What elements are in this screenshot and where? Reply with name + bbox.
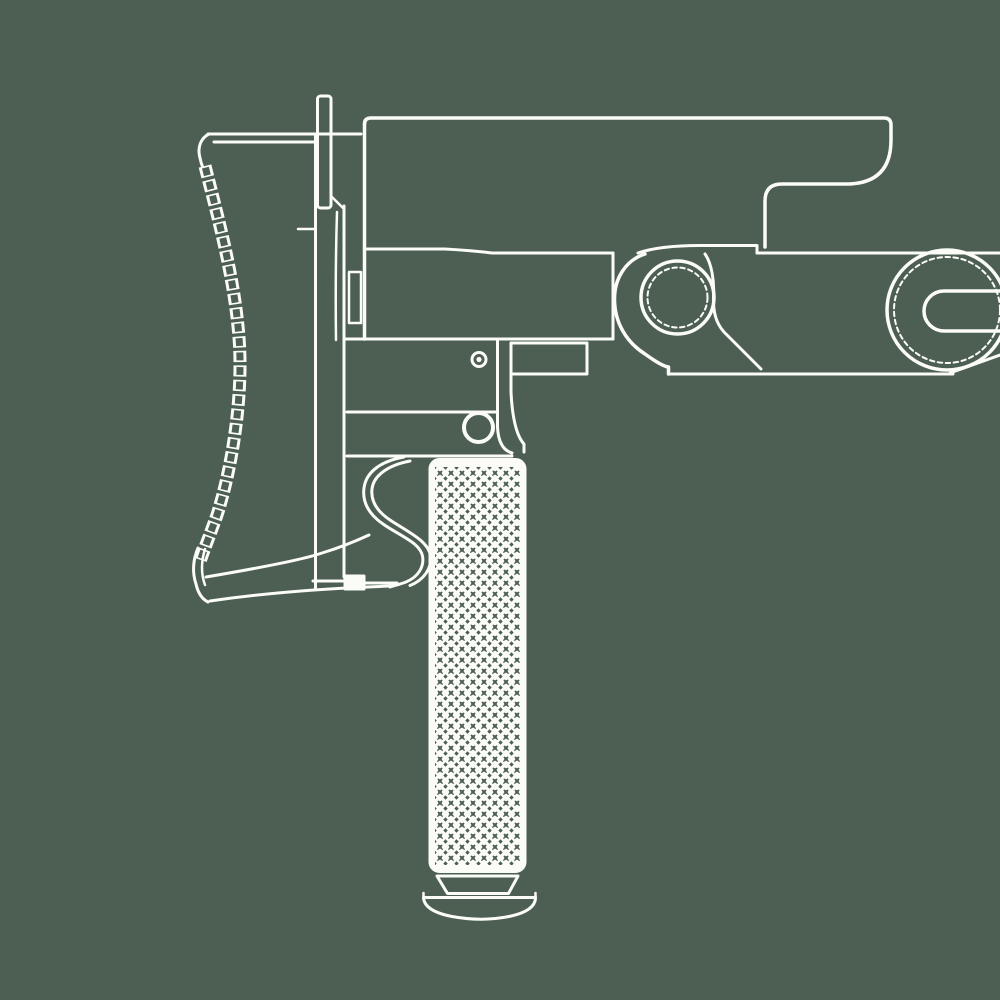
- stock-latch-block: [347, 270, 363, 325]
- hinge-lobe: [612, 244, 763, 376]
- receiver-tube: [667, 248, 1000, 376]
- vertical-grip: [422, 458, 537, 921]
- upper-receiver-outline: [362, 116, 893, 249]
- stock-head-curve: [197, 132, 211, 170]
- grip-flange: [435, 874, 520, 895]
- frame-rear-edge: [496, 337, 514, 455]
- butt-serrations: [194, 164, 247, 563]
- upper-receiver: [347, 116, 893, 341]
- step-block-tail: [509, 341, 526, 454]
- pin-hole-small: [470, 351, 488, 368]
- hinge-lobe-left-contour: [612, 252, 671, 376]
- lower-receiver: [342, 251, 615, 458]
- grip-base-disc: [422, 891, 537, 921]
- serration-cells: [197, 165, 244, 562]
- stock-toe-outer: [192, 546, 210, 604]
- stock-bottom-upper-edge: [204, 533, 371, 579]
- step-block: [509, 341, 589, 376]
- plate-wedge: [330, 195, 345, 210]
- hinge-top-bump: [636, 244, 759, 255]
- buttstock: [192, 132, 394, 604]
- recoil-rod: [316, 94, 333, 210]
- stock-bottom-lower-edge: [208, 584, 394, 603]
- plate-foot-block: [343, 574, 366, 591]
- hinge-ring: [639, 259, 716, 336]
- plate-wedge-inner: [334, 210, 339, 342]
- charging-slot: [922, 289, 1000, 333]
- stock-toe-inner: [200, 547, 207, 587]
- end-cap-ring: [885, 248, 1000, 372]
- upper-receiver-bottom-edge: [365, 247, 615, 255]
- pin-hole-large: [462, 411, 495, 444]
- stock-plate: [311, 132, 399, 591]
- grip-knurling: [435, 467, 521, 865]
- front-strap-outer: [362, 455, 425, 589]
